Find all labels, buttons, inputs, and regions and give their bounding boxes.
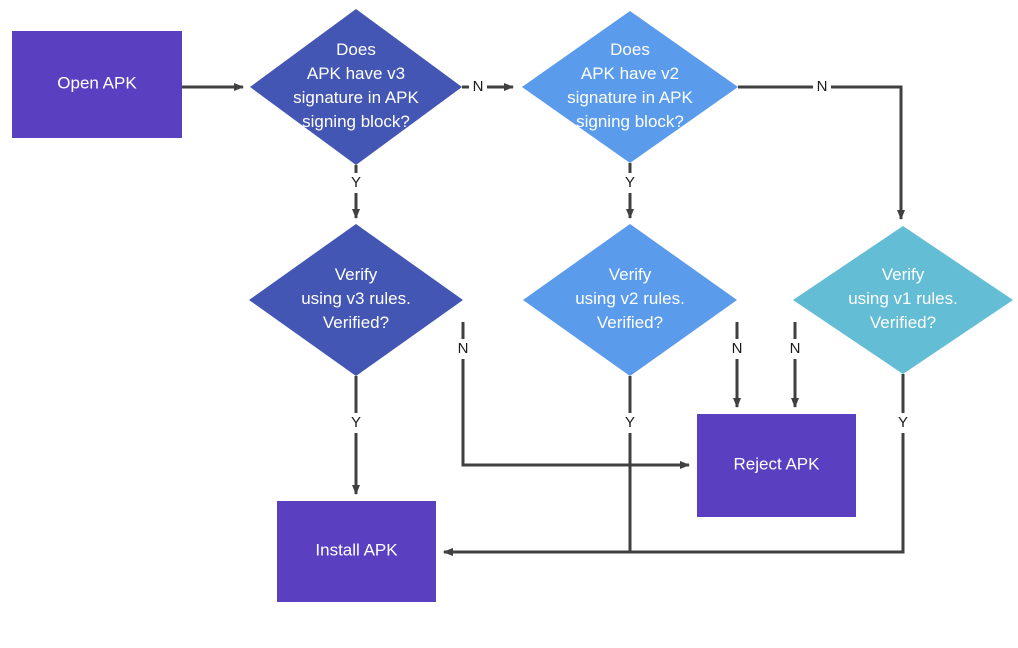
node-label-install-apk: Install APK bbox=[315, 541, 398, 560]
node-shape-diamond bbox=[793, 226, 1013, 374]
edge-label-bg bbox=[813, 77, 831, 97]
edge-label-bg bbox=[454, 339, 472, 359]
node-shape-diamond bbox=[522, 11, 738, 163]
edge-label-bg bbox=[894, 413, 912, 433]
node-shape-rect bbox=[277, 501, 436, 602]
node-install-apk[interactable]: Install APK bbox=[277, 501, 436, 602]
node-shape-rect bbox=[697, 414, 856, 517]
node-shape-rect bbox=[12, 31, 182, 138]
edge-v1v-yes-to-install bbox=[443, 374, 905, 556]
edge-label-v2v-yes-to-install: Y bbox=[625, 414, 635, 431]
edge-label-bg bbox=[786, 339, 804, 359]
node-label-reject-apk: Reject APK bbox=[734, 455, 821, 474]
edge-label-bg bbox=[621, 413, 639, 433]
node-reject-apk[interactable]: Reject APK bbox=[697, 414, 856, 517]
edge-label-bg bbox=[347, 173, 365, 193]
edge-label-v2-no-to-verify-v1: N bbox=[817, 78, 828, 95]
edge-label-bg bbox=[347, 413, 365, 433]
edge-labels-layer: N Y N Y N Y N Y N Y bbox=[347, 77, 912, 433]
edge-label-v3-no-to-v2: N bbox=[473, 78, 484, 95]
edge-label-v1v-no-to-reject: N bbox=[790, 340, 801, 357]
edge-label-bg bbox=[621, 173, 639, 193]
node-shape-diamond bbox=[523, 224, 737, 376]
edge-label-v3v-no-to-reject: N bbox=[458, 340, 469, 357]
edge-label-bg bbox=[469, 77, 487, 97]
edge-label-v3v-yes-to-install: Y bbox=[351, 414, 361, 431]
node-label-open-apk: Open APK bbox=[57, 74, 137, 93]
edges-layer bbox=[182, 83, 905, 556]
edge-label-v3-yes-to-verify: Y bbox=[351, 174, 361, 191]
edge-v3v-no-to-reject bbox=[461, 322, 690, 469]
edge-label-bg bbox=[728, 339, 746, 359]
edge-label-v2v-no-to-reject: N bbox=[732, 340, 743, 357]
node-shape-diamond bbox=[250, 9, 462, 165]
edge-label-v2-yes-to-verify: Y bbox=[625, 174, 635, 191]
edge-v2-no-to-verify-v1 bbox=[738, 85, 905, 220]
node-open-apk[interactable]: Open APK bbox=[12, 31, 182, 138]
edge-label-v1v-yes-to-install: Y bbox=[898, 414, 908, 431]
node-shape-diamond bbox=[249, 224, 463, 376]
